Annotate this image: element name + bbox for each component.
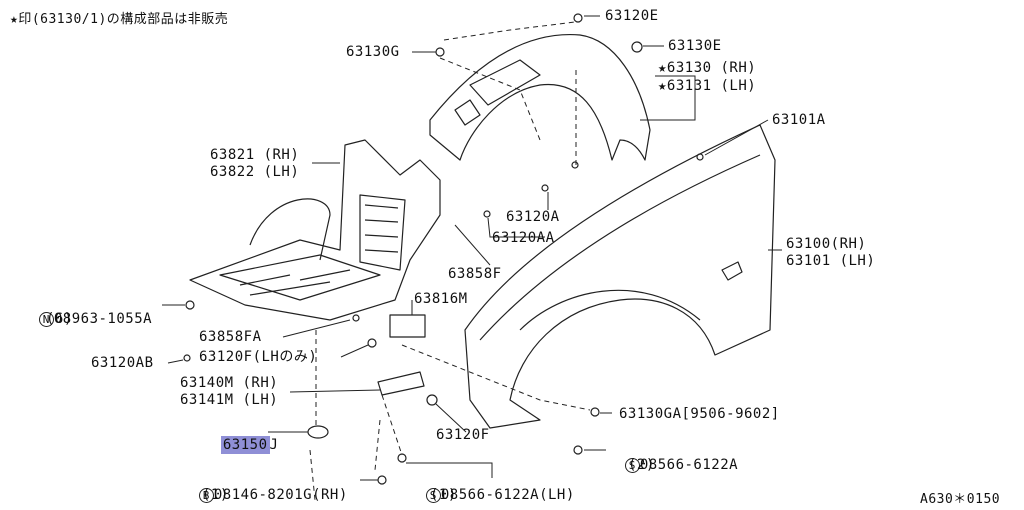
callout-63101a[interactable]: 63101A xyxy=(772,112,826,128)
wheel-liner-shape xyxy=(429,34,651,161)
callout-63822-lh[interactable]: 63822 (LH) xyxy=(210,164,300,180)
callout-63101-lh[interactable]: 63101 (LH) xyxy=(786,253,876,269)
callout-63120e[interactable]: 63120E xyxy=(605,8,659,24)
callout-63858fa[interactable]: 63858FA xyxy=(199,329,262,345)
circled-s-symbol: S xyxy=(425,488,441,503)
quantity-08566-b: (1) xyxy=(430,487,457,503)
part-number: 08566-6122A xyxy=(639,457,739,473)
callout-63120aa[interactable]: 63120AA xyxy=(492,230,555,246)
callout-63120a[interactable]: 63120A xyxy=(506,209,560,225)
callout-63120f-lh-only[interactable]: 63120F(LHのみ) xyxy=(199,349,318,365)
fender-shape xyxy=(464,124,776,429)
part-number: 08566-6122A(LH) xyxy=(440,487,575,503)
highlighted-part-number: 63150 xyxy=(220,436,270,454)
non-sale-note: ★印(63130/1)の構成部品は非販売 xyxy=(10,12,229,27)
circled-b-symbol: B xyxy=(198,488,214,503)
callout-63816m[interactable]: 63816M xyxy=(414,291,468,307)
callout-63130-rh[interactable]: ★63130 (RH) xyxy=(658,60,757,76)
part-suffix: J xyxy=(269,437,279,453)
callout-63130e[interactable]: 63130E xyxy=(668,38,722,54)
callout-63858f[interactable]: 63858F xyxy=(448,266,502,282)
callout-63130ga[interactable]: 63130GA[9506-9602] xyxy=(619,406,780,422)
callout-63131-lh[interactable]: ★63131 (LH) xyxy=(658,78,757,94)
callout-63141m-lh[interactable]: 63141M (LH) xyxy=(180,392,279,408)
part-number: 08146-8201G(RH) xyxy=(213,487,348,503)
circled-n-symbol: N xyxy=(38,312,54,327)
callout-63120ab[interactable]: 63120AB xyxy=(91,355,154,371)
callout-63100-rh[interactable]: 63100(RH) xyxy=(786,236,867,252)
under-cover-shape xyxy=(189,139,441,321)
quantity-08566-a: (2) xyxy=(628,457,655,473)
callout-63140m-rh[interactable]: 63140M (RH) xyxy=(180,375,279,391)
callout-63821-rh[interactable]: 63821 (RH) xyxy=(210,147,300,163)
diagram-code: A630＊0150 xyxy=(920,492,1001,507)
callout-63130g[interactable]: 63130G xyxy=(346,44,400,60)
circled-s-symbol: S xyxy=(624,458,640,473)
quantity-08146: (1) xyxy=(202,487,229,503)
part-number: 08963-1055A xyxy=(53,311,153,327)
quantity-08963: (6) xyxy=(46,311,73,327)
callout-63120f[interactable]: 63120F xyxy=(436,427,490,443)
